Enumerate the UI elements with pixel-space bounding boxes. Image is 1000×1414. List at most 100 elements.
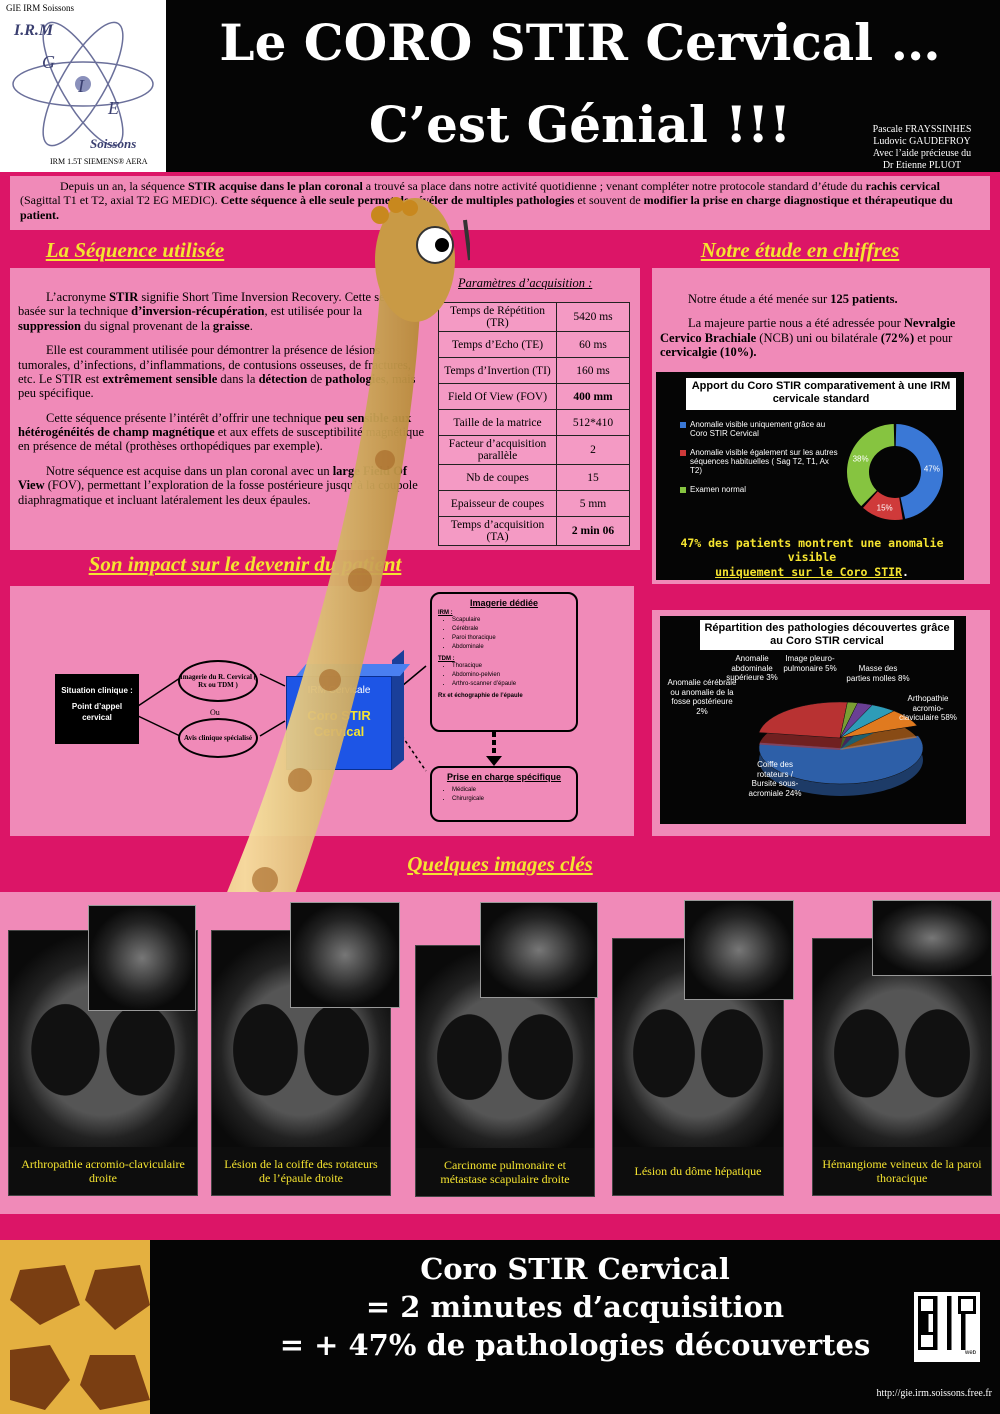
legend-label: Anomalie visible uniquement grâce au Cor…	[690, 420, 826, 438]
mri-caption-2: Lésion de la coiffe des rotateurs de l’é…	[224, 1156, 378, 1185]
header-bar	[0, 0, 1000, 172]
section-title-study: Notre étude en chiffres	[700, 238, 900, 262]
legend-swatch	[680, 487, 686, 493]
impact-arrows	[137, 665, 502, 772]
section-title-sequence: La Séquence utilisée	[45, 238, 225, 262]
legend-entry: Anomalie visible également sur les autre…	[680, 448, 840, 475]
title-line-1: Le CORO STIR Cervical …	[219, 13, 941, 72]
irm-label: IRM :	[438, 610, 453, 616]
situation-label: Situation clinique :	[61, 686, 133, 695]
legend-swatch	[680, 422, 686, 428]
author-3: Avec l’aide précieuse du	[872, 148, 972, 159]
footer-line-3: = + 47% de pathologies découvertes	[279, 1328, 871, 1362]
footer-bar	[150, 1240, 1000, 1414]
mri-inset-5	[872, 900, 992, 976]
param-value: 2	[556, 435, 630, 466]
list-item: Abdominale	[452, 643, 570, 652]
donut-slice	[863, 491, 903, 520]
pie-label: Masse des parties molles 8%	[846, 664, 910, 683]
logo-g: G	[42, 52, 55, 72]
sequence-text: L’acronyme STIR signifie Short Time Inve…	[18, 290, 426, 517]
oval-specialist: Avis clinique spécialisé	[178, 718, 258, 758]
pie-label: Arthopathie acromio-claviculaire 58%	[899, 694, 957, 723]
list-item: Paroi thoracique	[452, 634, 570, 643]
author-4: Dr Etienne PLUOT	[882, 160, 962, 171]
param-value: 5 mm	[556, 490, 630, 518]
chart2-pie	[758, 701, 924, 796]
pie-label: Anomalie cérébrale ou anomalie de la fos…	[667, 678, 737, 716]
oval-imaging: Imagerie du R. Cervical ( Rx ou TDM )	[178, 660, 258, 702]
params-row: Temps de Répétition (TR)5420 ms	[438, 301, 630, 333]
pie-label: Image pleuro-pulmonaire 5%	[783, 654, 837, 673]
atom-icon	[12, 21, 154, 147]
chart1-title: Apport du Coro STIR comparativement à un…	[686, 378, 956, 410]
section-title-images: Quelques images clés	[407, 852, 593, 876]
param-value: 5420 ms	[556, 301, 630, 333]
param-label: Taille de la matrice	[438, 409, 557, 437]
mri-inset-3	[480, 902, 598, 998]
chart1-donut: 47%15%38%	[847, 424, 944, 520]
param-label: Epaisseur de coupes	[438, 490, 557, 518]
author-2: Ludovic GAUDEFROY	[873, 136, 971, 147]
chart1-legend: Anomalie visible uniquement grâce au Cor…	[680, 420, 840, 504]
logo-soissons: Soissons	[90, 136, 137, 151]
list-item: Médicale	[452, 786, 570, 795]
params-row: Temps d’acquisition (TA)2 min 06	[438, 516, 630, 547]
param-label: Field Of View (FOV)	[438, 383, 557, 411]
param-label: Temps d’Echo (TE)	[438, 331, 557, 359]
tdm-label: TDM :	[438, 656, 455, 662]
legend-label: Anomalie visible également sur les autre…	[690, 448, 838, 475]
param-value: 512*410	[556, 409, 630, 437]
params-row: Temps d’Echo (TE)60 ms	[438, 331, 630, 359]
footer-url[interactable]: http://gie.irm.soissons.free.fr	[876, 1388, 992, 1399]
authors: Pascale FRAYSSINHES Ludovic GAUDEFROY Av…	[852, 124, 992, 172]
params-title: Paramètres d’acquisition :	[458, 276, 593, 290]
footer-line-2: = 2 minutes d’acquisition	[365, 1290, 785, 1324]
mri-caption-4: Lésion du dôme hépatique	[634, 1163, 762, 1178]
irm-list: ScapulaireCérébraleParoi thoraciqueAbdom…	[438, 616, 570, 652]
mri-caption-5: Hémangiome veineux de la paroi thoraciqu…	[822, 1156, 982, 1185]
qr-label: web	[964, 1350, 976, 1356]
study-para-1: Notre étude a été menée sur 125 patients…	[688, 292, 898, 306]
study-text: Notre étude a été menée sur 125 patients…	[660, 292, 986, 370]
pie-slice-depth	[840, 722, 918, 750]
situation-point: Point d’appel cervical	[71, 702, 123, 722]
mri-inset-2	[290, 902, 400, 1008]
sequence-para-1: L’acronyme STIR signifie Short Time Inve…	[18, 290, 421, 333]
mri-caption-1: Arthropathie acromio-claviculaire droite	[21, 1156, 185, 1185]
param-value: 15	[556, 464, 630, 492]
pie-slice	[758, 701, 848, 739]
param-value: 2 min 06	[556, 516, 630, 547]
logo-i: I	[78, 76, 84, 96]
logo: GIE IRM Soissons I.R.M G I E Soissons IR…	[0, 0, 166, 172]
sequence-para-2: Elle est couramment utilisée pour démont…	[18, 343, 416, 401]
legend-entry: Examen normal	[680, 485, 840, 494]
donut-slice	[895, 424, 944, 519]
list-item: Scapulaire	[452, 616, 570, 625]
care-list: MédicaleChirurgicale	[438, 786, 570, 804]
tdm-list: ThoraciqueAbdomino-pelvienArthro-scanner…	[438, 662, 570, 689]
list-item: Abdomino-pelvien	[452, 671, 570, 680]
param-value: 60 ms	[556, 331, 630, 359]
pie-slice	[758, 735, 924, 785]
study-para-2: La majeure partie nous a été adressée po…	[660, 316, 956, 360]
donut-label: 47%	[924, 465, 940, 474]
param-label: Facteur d’acquisition parallèle	[438, 435, 557, 466]
pie-label: Anomalie abdominale supérieure 3%	[726, 654, 778, 683]
situation-box: Situation clinique : Point d’appel cervi…	[55, 674, 139, 744]
list-item: Chirurgicale	[452, 795, 570, 804]
list-item: Cérébrale	[452, 625, 570, 634]
intro-box: Depuis un an, la séquence STIR acquise d…	[10, 176, 990, 230]
logo-org: GIE IRM Soissons	[6, 3, 75, 13]
images-bottom-band	[0, 1214, 1000, 1240]
param-label: Nb de coupes	[438, 464, 557, 492]
title-line-2: C’est Génial !!!	[368, 95, 792, 154]
mri-inset-1	[88, 905, 196, 1011]
list-item: Thoracique	[452, 662, 570, 671]
param-value: 400 mm	[556, 383, 630, 411]
chart1-note: 47% des patients montrent une anomalie v…	[680, 536, 944, 579]
mri-caption-3: Carcinome pulmonaire et métastase scapul…	[440, 1157, 570, 1186]
